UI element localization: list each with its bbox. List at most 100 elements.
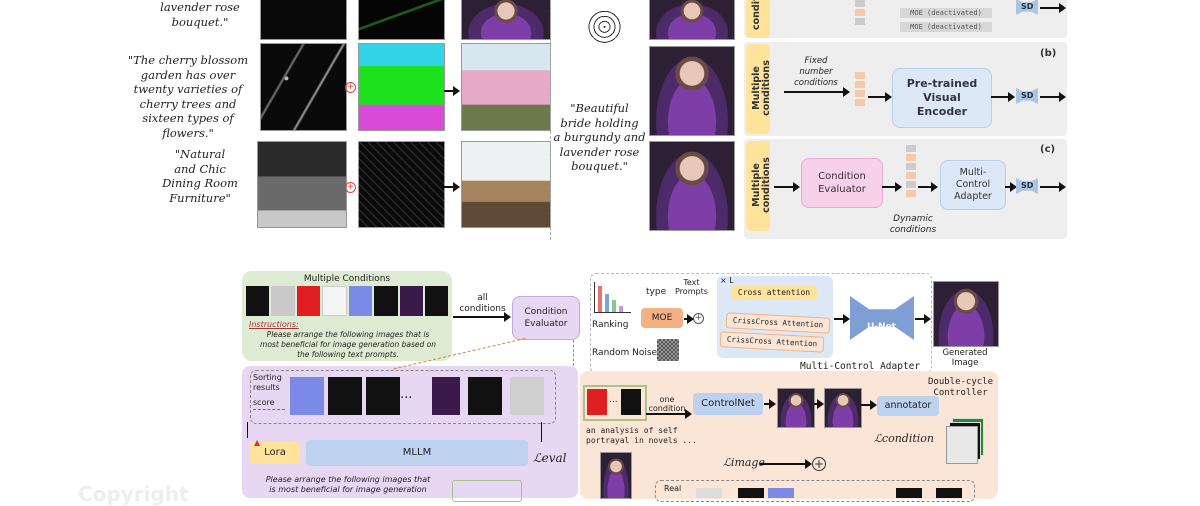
output-image-cherry [461, 43, 551, 131]
thumb [896, 488, 922, 498]
real-thumbnails [696, 488, 966, 498]
thumb [296, 286, 320, 316]
generated-image [933, 281, 999, 347]
up-arrow [247, 422, 248, 438]
controlnet-box: ControlNet [693, 393, 763, 415]
flow-arrow [784, 87, 850, 97]
ranking-chart [594, 282, 631, 313]
multi-control-adapter-box-top: Multi- Control Adapter [940, 160, 1006, 210]
sd-label: SD [1021, 181, 1034, 190]
condition-image-edges [358, 141, 445, 228]
thumb [246, 286, 270, 316]
flow-arrow [1040, 182, 1066, 192]
thumb [374, 286, 398, 316]
prompt-quote-dining: "Natural and Chic Dining Room Furniture" [162, 147, 238, 205]
random-noise-image [657, 339, 679, 361]
unet-label: U-Net [867, 322, 896, 332]
flow-arrow [868, 92, 892, 102]
panel-a-side-label [746, 0, 770, 38]
thumb [768, 488, 794, 498]
l-eval-label: ℒeval [533, 451, 567, 465]
output-image-dining [461, 141, 551, 228]
instructions-text: Please arrange the following images that… [260, 330, 436, 359]
multi-control-adapter-label: Multi-Control Adapter [800, 361, 921, 372]
panel-b-tag: (b) [1040, 48, 1057, 59]
prompt-quote-cherry: "The cherry blossom garden has over twen… [127, 53, 249, 140]
generated-image-label: Generated Image [942, 348, 988, 368]
text-prompts-label: Text Prompts [675, 278, 708, 296]
thumb [621, 389, 641, 415]
bar [605, 294, 609, 312]
flow-arrow [1005, 182, 1017, 192]
mllm-box: MLLM [306, 440, 528, 466]
annotation-stack [946, 418, 986, 464]
flow-arrow [915, 314, 931, 324]
condition-image-row0-a [260, 0, 347, 40]
moe-box: MOE [641, 308, 683, 328]
thumb [328, 377, 362, 415]
flow-arrow [1040, 92, 1066, 102]
fixed-number-label: Fixed number conditions [794, 56, 838, 88]
l-image-label: ℒimage [723, 456, 765, 469]
condition-image-segmentation [358, 43, 445, 131]
flow-arrow [646, 409, 692, 419]
bride-image-2 [649, 46, 735, 136]
condition-image-depth [257, 141, 347, 228]
panel-b-side-text: Multiple conditions [751, 60, 772, 116]
condition-stack [855, 72, 865, 108]
type-label: type [646, 287, 667, 297]
visual-encoder-box: Pre-trained Visual Encoder [892, 68, 992, 128]
flow-arrow [991, 92, 1015, 102]
divider [550, 0, 551, 240]
panel-c-side-text: Multiple conditions [751, 157, 772, 213]
condition-evaluator-box: Condition Evaluator [512, 296, 580, 340]
thumb [936, 488, 962, 498]
lora-box: Lora [250, 442, 300, 464]
thumb [321, 286, 347, 316]
sorted-thumbnails: ... [288, 377, 546, 415]
thumb [738, 488, 764, 498]
moe-deactivated-2: MOE (deactivated) [900, 22, 992, 32]
real-label: Real [664, 484, 682, 493]
flame-icon: ▲ [254, 438, 261, 447]
thumb [424, 286, 448, 316]
score-arrow [253, 409, 285, 410]
condition-stack [906, 145, 916, 199]
analysis-text: an analysis of self portrayal in novels … [586, 426, 697, 445]
panel-b-side-label [746, 44, 770, 134]
generated-thumb-2 [824, 388, 862, 428]
generated-thumb-1 [777, 388, 815, 428]
thumb [510, 377, 544, 415]
ellipsis: ... [609, 395, 618, 405]
text-token-box [452, 480, 522, 502]
combine-icon: + [345, 82, 356, 93]
thumb [290, 377, 324, 415]
multiple-conditions-title: Multiple Conditions [303, 274, 391, 284]
condition-thumbnails [246, 286, 448, 316]
sd-label: SD [1021, 2, 1034, 11]
panel-c-side-label [746, 141, 770, 231]
sketch-image [563, 0, 646, 70]
condition-input-group: ... [583, 385, 647, 421]
prompt-quote-rose: lavender rose bouquet." [160, 0, 240, 29]
condition-evaluator-box-top: Condition Evaluator [801, 158, 883, 208]
thumb [587, 389, 607, 415]
flow-arrow [760, 459, 812, 469]
combine-icon: + [345, 182, 356, 193]
xl-label: × L [720, 276, 734, 285]
sum-icon: + [812, 457, 826, 471]
bride-image-1 [649, 0, 735, 40]
sorting-results-box [250, 370, 556, 424]
sd-icon [1016, 88, 1038, 104]
bar [619, 306, 623, 312]
panel-a-side-text: conditions [751, 0, 762, 30]
sd-icon [1016, 0, 1038, 15]
flow-arrow [774, 182, 800, 192]
watermark-text: Copyright [78, 482, 189, 506]
thumb [399, 286, 423, 316]
bride-image-3 [649, 141, 735, 231]
flow-arrow [453, 312, 511, 322]
flow-arrow [834, 314, 850, 324]
bar [598, 286, 602, 312]
flow-arrow [1040, 3, 1066, 13]
